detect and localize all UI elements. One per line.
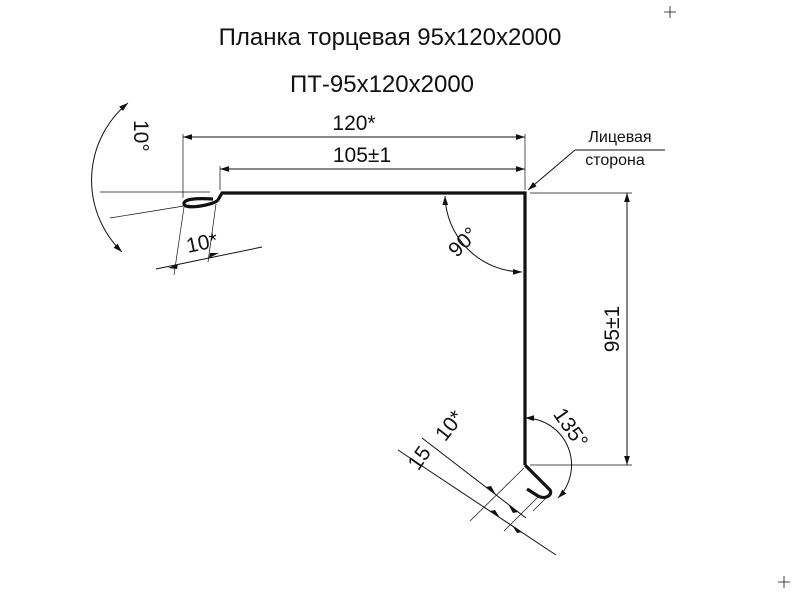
angle-arc-corner [442, 195, 523, 275]
angle-arc-bottom [524, 415, 572, 499]
note-front-side-line2: сторона [585, 152, 645, 169]
extension-line-bottom-b [503, 494, 541, 532]
extension-line-hem-length-a [173, 206, 185, 276]
angle-arc-top-hem [91, 102, 129, 253]
dimension-label-flat-width: 105±1 [333, 144, 391, 167]
note-front-side-line1: Лицевая [588, 129, 651, 146]
angle-label-corner: 90° [444, 223, 483, 262]
profile-top-hem [182, 197, 220, 209]
note-leader-line [527, 149, 576, 191]
extension-line-bottom-a [469, 467, 525, 522]
corner-mark-bottom-right [778, 576, 790, 588]
extension-line-bottom-c [532, 491, 553, 512]
angle-hem-extension [109, 204, 191, 219]
profile-bottom-flange [523, 463, 553, 500]
corner-mark-top-right [664, 6, 676, 18]
arrow-bottom-flange-a [490, 510, 500, 518]
arrow-top-hem-b [209, 253, 219, 258]
product-code: ПТ-95х120х2000 [290, 71, 474, 98]
dimension-label-bottom-hem-length: 10* [431, 406, 469, 445]
dimension-line-bottom-flange [397, 449, 557, 556]
dimension-label-height: 95±1 [601, 306, 624, 353]
extension-line-hem-length-b [207, 203, 217, 263]
drawing-title: Планка торцевая 95х120х2000 [219, 24, 562, 51]
dimension-label-bottom-flange: 15 [404, 442, 436, 474]
arrow-bottom-hem-b [508, 504, 518, 513]
dimension-label-overall-width: 120* [332, 112, 375, 135]
arrow-top-hem-a [168, 264, 178, 269]
angle-label-top-hem: 10° [129, 120, 152, 152]
arrow-bottom-flange-b [512, 525, 522, 533]
angle-label-bottom: 135° [548, 404, 592, 453]
profile-top-flange [216, 191, 527, 465]
arrow-bottom-hem-a [486, 486, 496, 495]
